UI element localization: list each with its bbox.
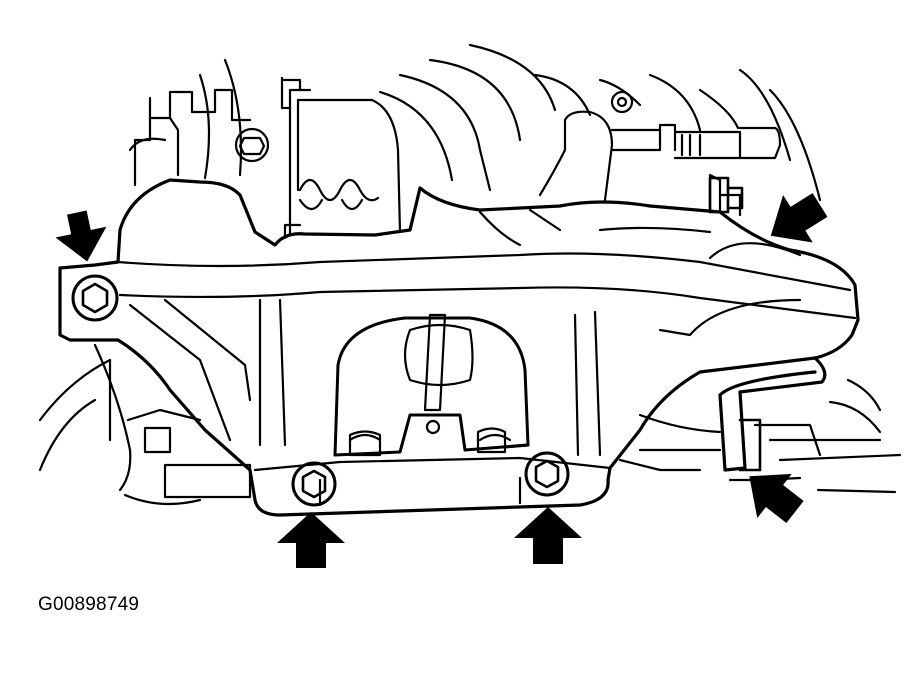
arrow-bottom-right: [514, 507, 582, 564]
arrow-bottom-left: [277, 512, 345, 568]
arrow-top-right: [770, 193, 828, 243]
arrow-upper-left: [55, 210, 107, 262]
figure-id-label: G00898749: [38, 594, 140, 615]
bolt-bottom-right: [524, 451, 570, 497]
bolt-bottom-left: [291, 461, 337, 507]
arrow-lower-right: [749, 473, 804, 524]
bolt-lower-right: [738, 418, 762, 472]
bolt-top-right: [708, 176, 744, 214]
engine-background-detail: [128, 43, 822, 237]
bolt-left: [71, 274, 119, 322]
